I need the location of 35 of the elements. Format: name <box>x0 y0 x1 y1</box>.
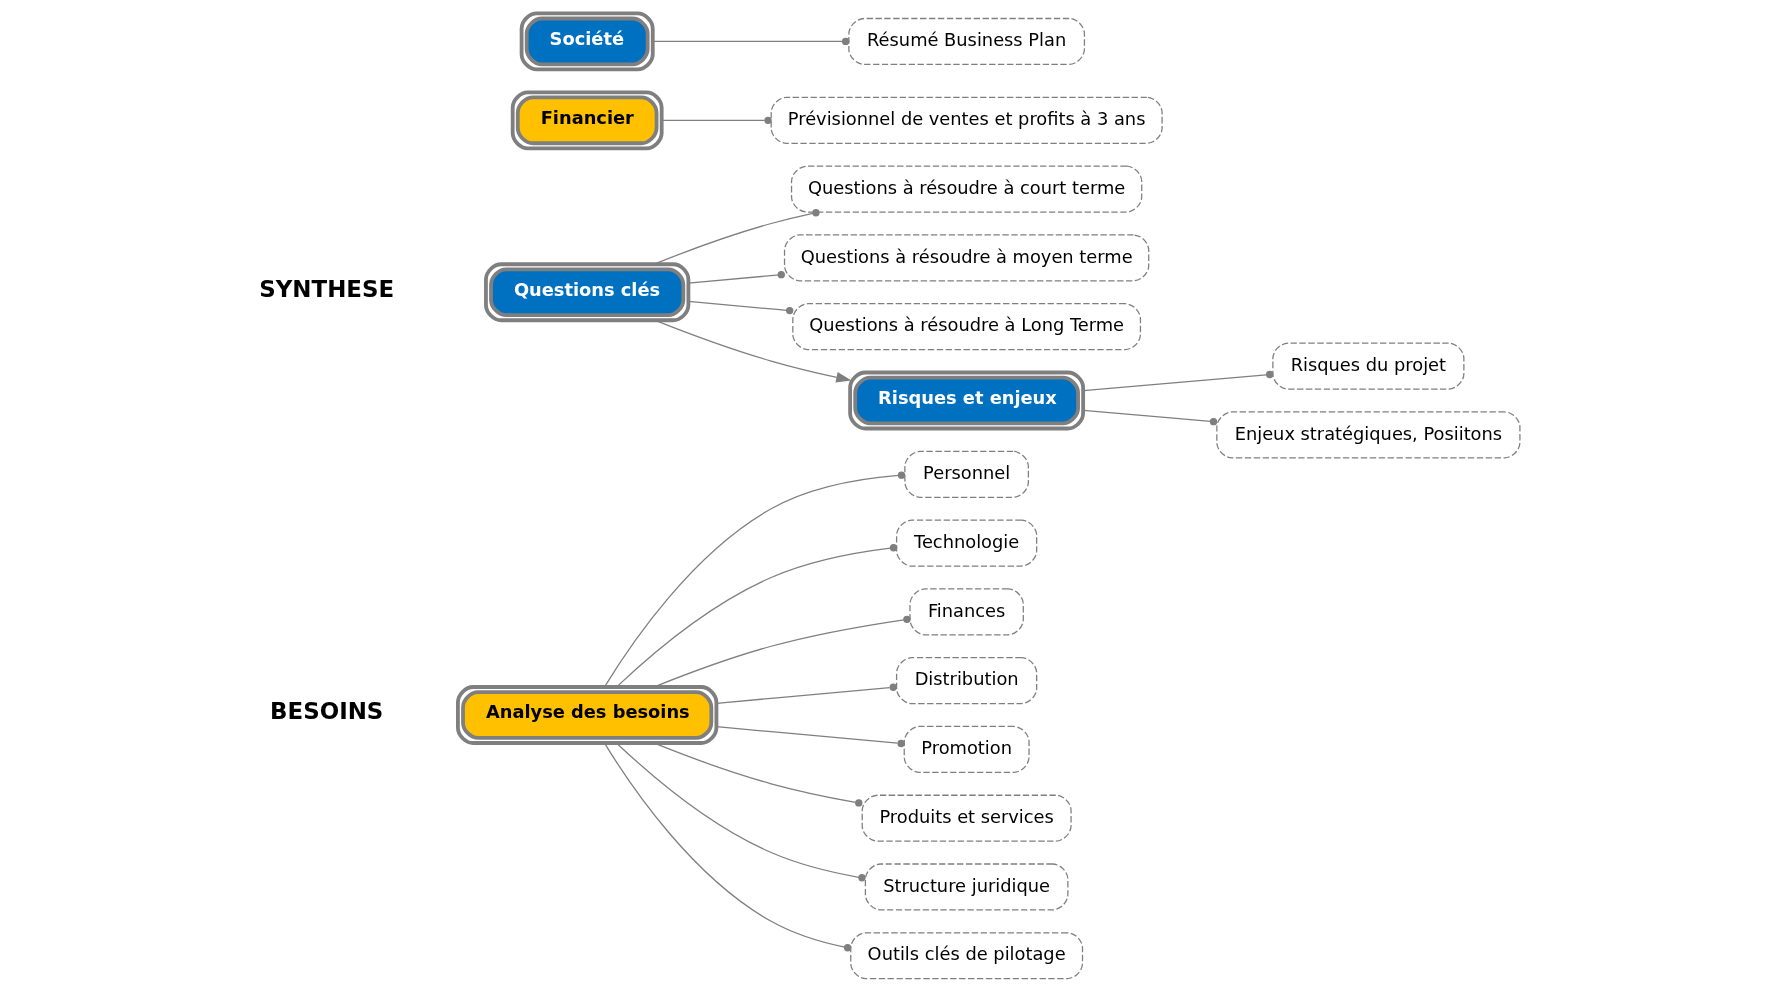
connector <box>715 683 897 704</box>
node-box: Produits et services <box>861 794 1072 842</box>
node-box: Prévisionnel de ventes et profits à 3 ans <box>770 96 1163 144</box>
connector <box>1082 409 1218 426</box>
node-box: Technologie <box>895 519 1038 567</box>
connector <box>603 471 906 688</box>
node-box: Distribution <box>895 657 1038 705</box>
connector <box>653 209 820 265</box>
connector <box>687 300 794 315</box>
node-box: Résumé Business Plan <box>848 17 1086 65</box>
node-box: Questions clés <box>484 262 691 323</box>
node-box: Questions à résoudre à Long Terme <box>792 303 1142 351</box>
node-box: Financier <box>510 90 664 151</box>
node-box: Société <box>519 11 655 72</box>
node-box: Questions à résoudre à moyen terme <box>783 234 1150 282</box>
node-box: Finances <box>909 588 1024 636</box>
node-box: Risques et enjeux <box>848 370 1086 431</box>
node-box: Outils clés de pilotage <box>850 932 1084 980</box>
connector <box>661 116 772 125</box>
node-box: Structure juridique <box>864 863 1069 911</box>
connector <box>1082 370 1274 392</box>
node-box: Risques du projet <box>1272 342 1465 390</box>
node-box: Enjeux stratégiques, Posiitons <box>1216 411 1521 459</box>
node-box: Questions à résoudre à court terme <box>790 165 1143 213</box>
label: SYNTHESE <box>259 275 395 302</box>
connector <box>715 726 905 748</box>
connector <box>616 544 898 688</box>
connector <box>603 742 852 952</box>
node-box: Analyse des besoins <box>456 685 719 745</box>
connector <box>616 742 866 882</box>
node-box: Personnel <box>904 450 1030 498</box>
connector <box>652 37 850 46</box>
connector <box>687 271 785 284</box>
label: BESOINS <box>270 698 384 725</box>
node-box: Promotion <box>903 725 1030 773</box>
